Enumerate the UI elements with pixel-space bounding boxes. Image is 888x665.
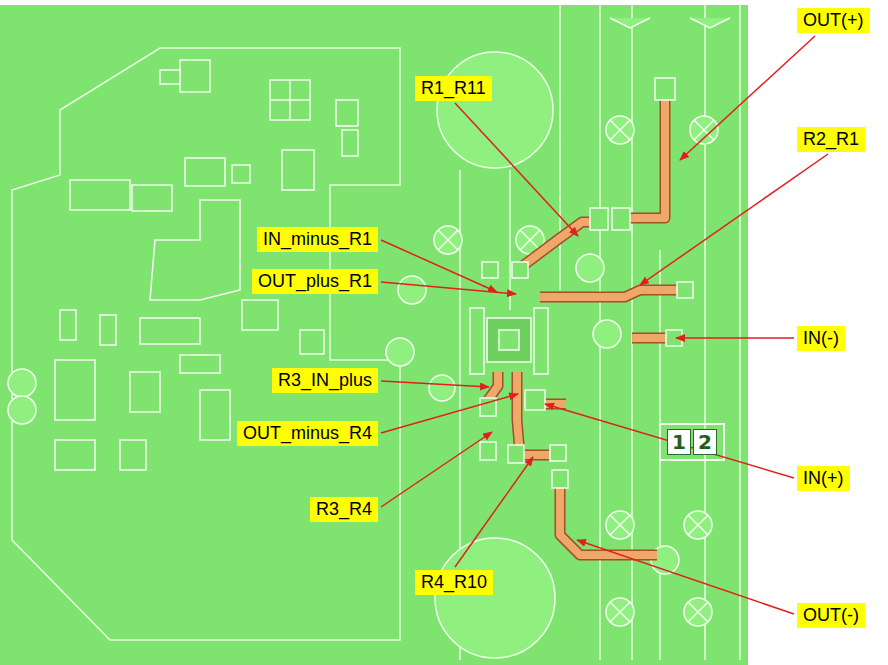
signal-label: IN(+) <box>797 466 850 491</box>
signal-label: OUT_minus_R4 <box>237 421 378 446</box>
ic-chip <box>487 318 531 362</box>
silkscreen-number: 1 <box>667 429 691 455</box>
silk-box <box>660 424 724 460</box>
signal-label: R2_R1 <box>797 127 865 152</box>
signal-label: IN_minus_R1 <box>257 227 378 252</box>
mount-holes <box>8 52 679 658</box>
vias <box>434 18 730 626</box>
signal-label: OUT(-) <box>797 603 865 628</box>
signal-label: R4_R10 <box>415 570 493 595</box>
board-ground <box>0 5 748 665</box>
traces-outline <box>488 90 682 555</box>
left-components <box>55 60 358 470</box>
signal-label: R3_IN_plus <box>272 368 378 393</box>
signal-label: R3_R4 <box>310 497 378 522</box>
silkscreen-number: 2 <box>693 429 717 455</box>
signal-label: IN(-) <box>797 326 845 351</box>
board-outline <box>12 5 740 660</box>
signal-label: OUT_plus_R1 <box>252 269 378 294</box>
traces <box>488 90 682 555</box>
signal-label: R1_R11 <box>415 76 492 101</box>
leader-lines <box>381 36 828 614</box>
signal-label: OUT(+) <box>797 8 870 33</box>
